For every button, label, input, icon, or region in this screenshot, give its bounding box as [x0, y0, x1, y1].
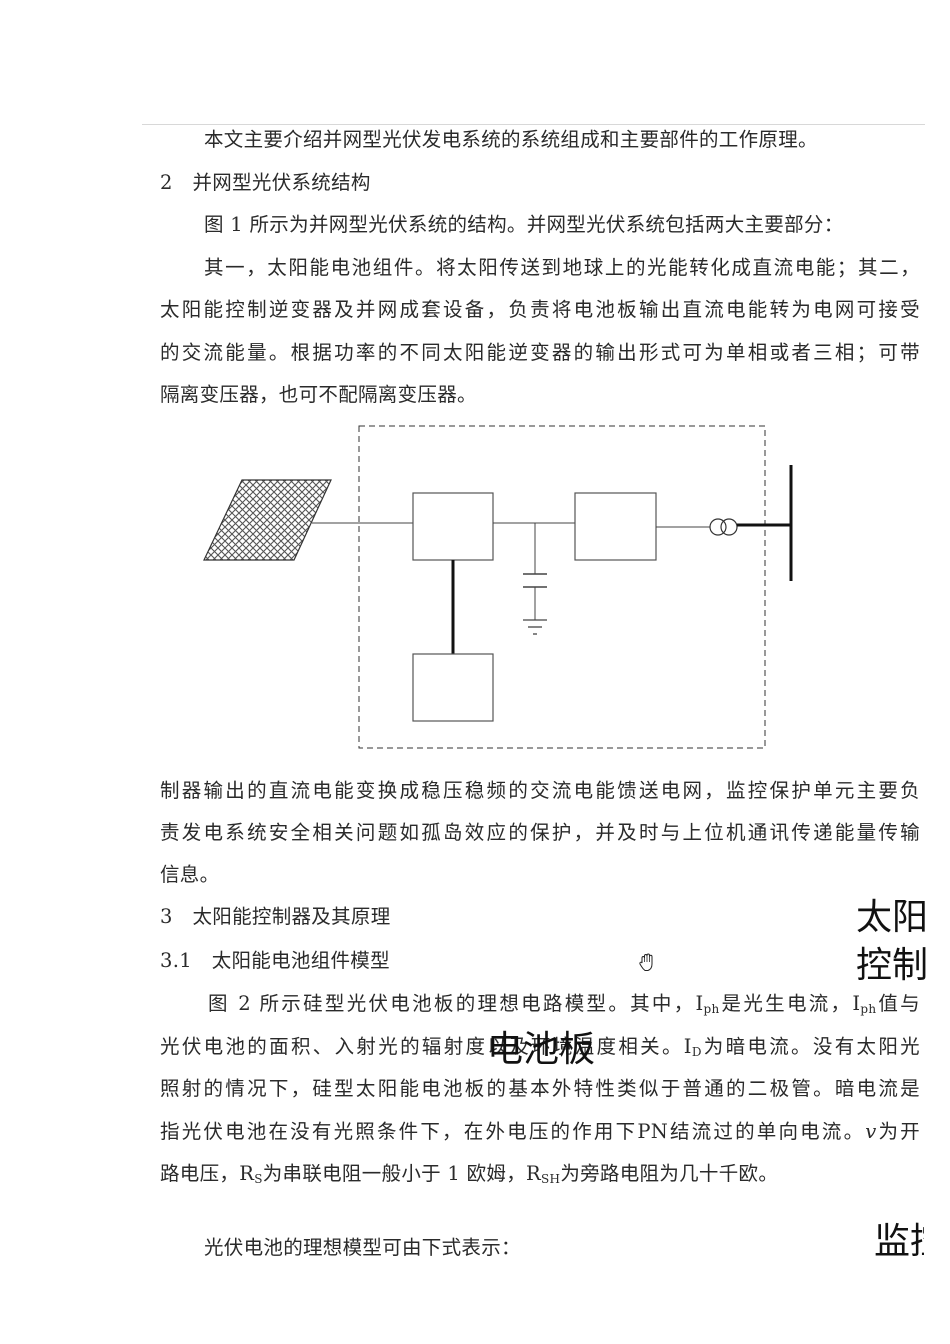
fig2-para-line-1: 图 2 所示硅型光伏电池板的理想电路模型。其中，Iph是光生电流，Iph值与 — [208, 992, 920, 1016]
subscript: ph — [703, 1002, 720, 1016]
section-2-heading: 2 并网型光伏系统结构 — [160, 171, 371, 194]
inverter-box — [574, 492, 657, 561]
text: 为旁路电阻为几十千欧。 — [560, 1162, 779, 1185]
overlay-label-panel: 电池板 — [487, 1029, 596, 1070]
text: 路电压，R — [160, 1162, 255, 1185]
subscript: S — [254, 1172, 263, 1186]
text: 是光生电流，I — [719, 992, 861, 1015]
hand-cursor-icon — [639, 953, 653, 971]
fig2-para-line-5: 路电压，RS为串联电阻一般小于 1 欧姆，RSH为旁路电阻为几十千欧。 — [160, 1162, 778, 1186]
controller-box — [412, 492, 494, 561]
fig1-intro: 图 1 所示为并网型光伏系统的结构。并网型光伏系统包括两大主要部分： — [204, 213, 844, 236]
fig2-para-line-4: 指光伏电池在没有光照条件下，在外电压的作用下PN结流过的单向电流。v为开 — [160, 1120, 920, 1144]
overlay-label-controller: 控制 — [856, 946, 926, 986]
section-3-1-heading: 3.1 太阳能电池组件模型 — [160, 949, 390, 972]
solar-panel-icon — [203, 479, 332, 561]
para-line: 责发电系统安全相关问题如孤岛效应的保护，并及时与上位机通讯传递能量传输 — [160, 821, 920, 844]
para-line: 的交流能量。根据功率的不同太阳能逆变器的输出形式可为单相或者三相；可带 — [160, 341, 920, 364]
fig2-para-line-2: 光伏电池的面积、入射光的辐射度以及环境温度相关。ID为暗电流。没有太阳光 — [160, 1035, 920, 1059]
text: 为串联电阻一般小于 1 欧姆，R — [262, 1162, 542, 1185]
para-line: 隔离变压器，也可不配隔离变压器。 — [160, 383, 477, 406]
fig2-para-line-3: 照射的情况下，硅型太阳能电池板的基本外特性类似于普通的二极管。暗电流是 — [160, 1077, 920, 1100]
para-line: 制器输出的直流电能变换成稳压稳频的交流电能馈送电网，监控保护单元主要负 — [160, 779, 920, 802]
text: 图 2 所示硅型光伏电池板的理想电路模型。其中，I — [208, 992, 704, 1015]
section-3-heading: 3 太阳能控制器及其原理 — [160, 905, 391, 928]
text: 为开 — [876, 1120, 920, 1143]
overlay-label-monitor: 监控 — [874, 1222, 924, 1262]
text: 值与 — [876, 992, 920, 1015]
formula-intro: 光伏电池的理想模型可由下式表示： — [204, 1236, 521, 1259]
monitor-box — [412, 653, 494, 722]
overlay-label-solar: 太阳 — [856, 898, 926, 938]
para-line: 太阳能控制逆变器及并网成套设备，负责将电池板输出直流电能转为电网可接受 — [160, 298, 920, 321]
text: 指光伏电池在没有光照条件下，在外电压的作用下PN结流过的单向电流。 — [160, 1120, 866, 1143]
para-line: 信息。 — [160, 863, 220, 886]
subscript: ph — [860, 1002, 877, 1016]
text: 光伏电池的面积、入射光的辐射度以及环境温度相关。I — [160, 1035, 692, 1058]
para-line: 其一，太阳能电池组件。将太阳传送到地球上的光能转化成直流电能；其二， — [204, 256, 920, 279]
subscript: D — [691, 1045, 702, 1059]
intro-paragraph: 本文主要介绍并网型光伏发电系统的系统组成和主要部件的工作原理。 — [204, 128, 818, 151]
transformer-icon — [720, 518, 738, 536]
variable: v — [865, 1120, 877, 1143]
header-rule — [142, 124, 925, 125]
system-boundary — [358, 425, 766, 749]
figure-1-diagram — [203, 425, 793, 749]
text: 为暗电流。没有太阳光 — [701, 1035, 920, 1058]
transformer-icon — [709, 518, 727, 536]
subscript: SH — [541, 1172, 561, 1186]
